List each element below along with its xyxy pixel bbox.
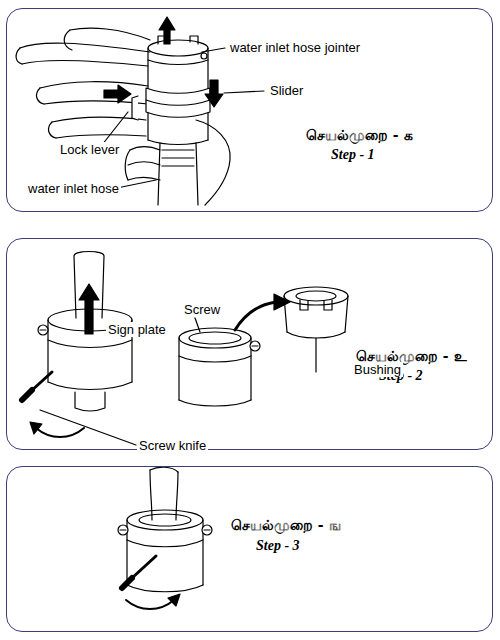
- step-panel: செயல்முறை - உStep - 2: [6, 238, 493, 450]
- part-label: water inlet hose: [26, 181, 121, 196]
- part-label: Sign plate: [106, 322, 168, 337]
- step-number: Step - 1: [331, 147, 375, 163]
- step-heading: செயல்முறை - ங: [231, 517, 341, 535]
- step-heading: செயல்முறை - க: [306, 127, 413, 145]
- part-label: Screw knife: [137, 438, 208, 453]
- step-number: Step - 3: [256, 538, 300, 554]
- part-label: Slider: [268, 83, 305, 98]
- part-label: water inlet hose jointer: [228, 40, 362, 55]
- part-label: Bushing: [352, 362, 403, 377]
- part-label: Lock lever: [58, 142, 121, 157]
- step-panel: செயல்முறை - ங Step - 3: [6, 466, 493, 632]
- part-label: Screw: [182, 302, 222, 317]
